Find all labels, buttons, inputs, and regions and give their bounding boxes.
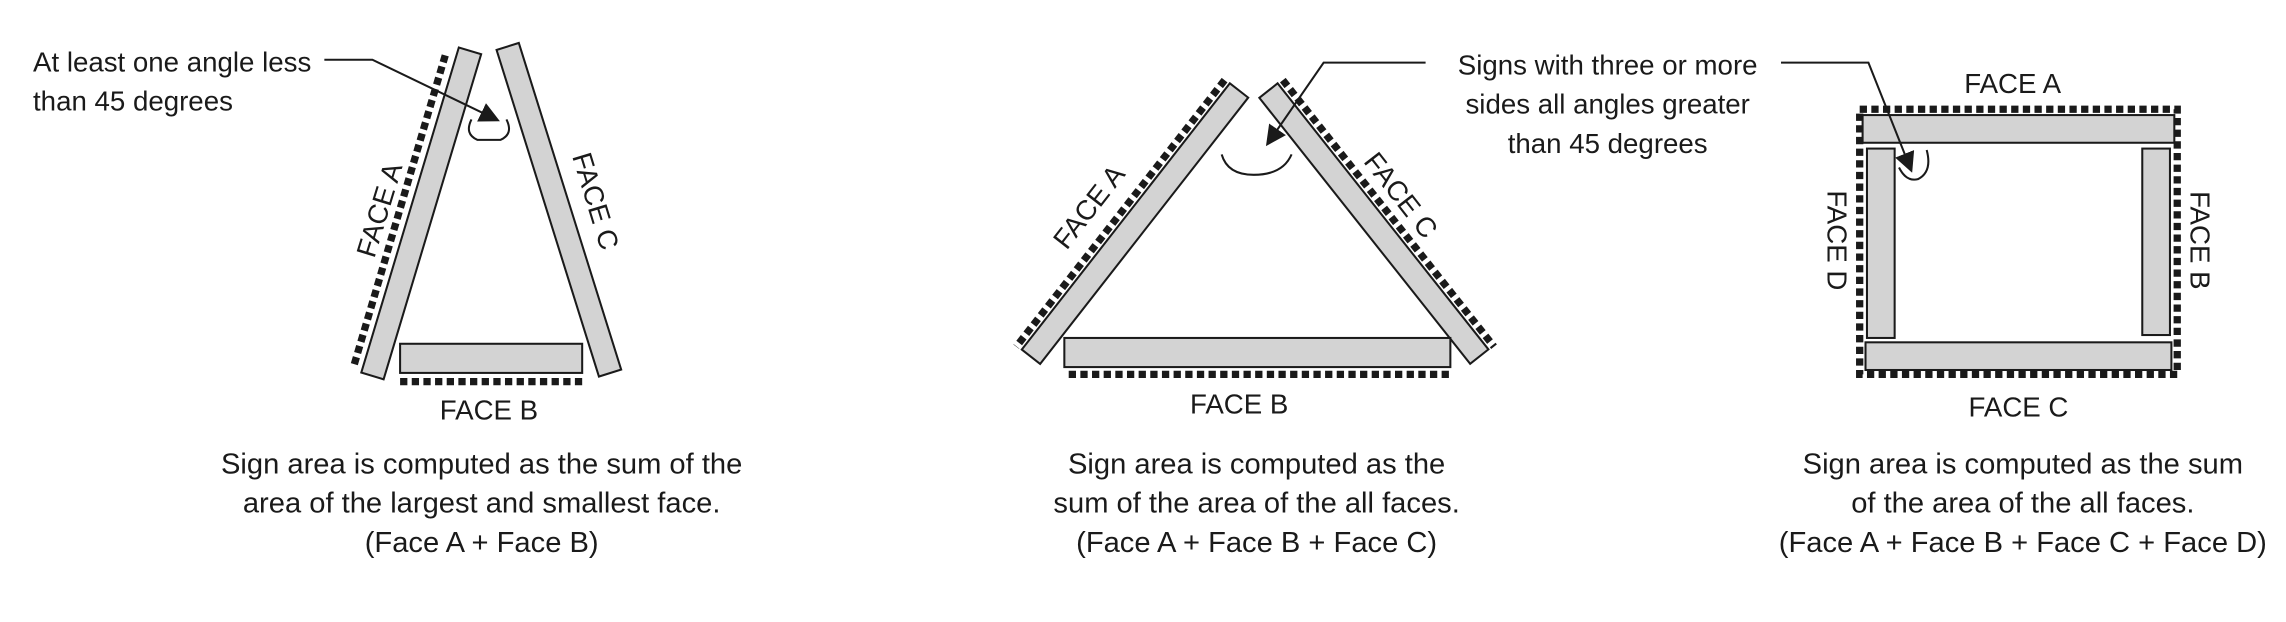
face-c-panel — [1864, 341, 2173, 372]
caption-line-3: (Face A + Face B + Face C) — [1076, 527, 1437, 559]
caption-line-1: Sign area is computed as the — [1068, 448, 1445, 480]
callout-leader — [1781, 61, 1915, 173]
angle-arc — [467, 118, 511, 141]
angle-arc — [1898, 149, 1930, 181]
face-c-label: FACE C — [1969, 392, 2069, 423]
face-b-label: FACE B — [1190, 389, 1288, 420]
caption-line-2: sum of the area of the all faces. — [1053, 488, 1459, 520]
face-b-panel — [1063, 336, 1452, 369]
caption-line-2: of the area of the all faces. — [1851, 488, 2194, 520]
face-d-panel — [1865, 147, 1896, 339]
angle-arc — [1220, 153, 1293, 176]
caption-line-2: area of the largest and smallest face. — [243, 488, 721, 520]
face-a-label: FACE A — [1964, 68, 2061, 99]
face-b-label: FACE B — [440, 395, 538, 426]
face-c-panel — [495, 41, 623, 378]
face-c-measured-edge — [1279, 77, 1497, 349]
face-c-panel — [1257, 81, 1490, 366]
caption-line-3: (Face A + Face B + Face C + Face D) — [1779, 527, 2267, 559]
diagram-acute-triangle: At least one angle less than 45 degrees … — [33, 41, 742, 559]
face-b-panel — [2141, 147, 2171, 337]
face-a-panel — [360, 46, 483, 381]
face-b-panel — [399, 342, 584, 374]
callout-text-line-1: At least one angle less — [33, 46, 311, 77]
caption-line-3: (Face A + Face B) — [365, 527, 599, 559]
diagram-wide-triangle: Signs with three or more sides all angle… — [1013, 49, 1758, 559]
callout-text-line-1: Signs with three or more — [1458, 49, 1758, 80]
face-d-label: FACE D — [1822, 190, 1853, 290]
face-a-measured-edge — [1013, 77, 1228, 349]
face-a-panel — [1861, 114, 2176, 144]
callout-text-line-2: than 45 degrees — [33, 86, 233, 117]
face-a-panel — [1020, 81, 1250, 366]
caption-line-1: Sign area is computed as the sum of the — [221, 448, 742, 480]
callout-text-line-2: sides all angles greater — [1465, 89, 1749, 120]
caption-line-1: Sign area is computed as the sum — [1803, 448, 2243, 480]
measured-perimeter — [1856, 105, 2181, 379]
callout-text-line-3: than 45 degrees — [1508, 128, 1708, 159]
face-a-measured-edge — [349, 54, 449, 369]
diagram-rectangle: FACE A FACE C FACE D FACE B Sign area is… — [1779, 61, 2267, 559]
face-b-label: FACE B — [2184, 191, 2215, 289]
callout-leader — [324, 58, 500, 122]
callout-leader — [1265, 61, 1426, 147]
